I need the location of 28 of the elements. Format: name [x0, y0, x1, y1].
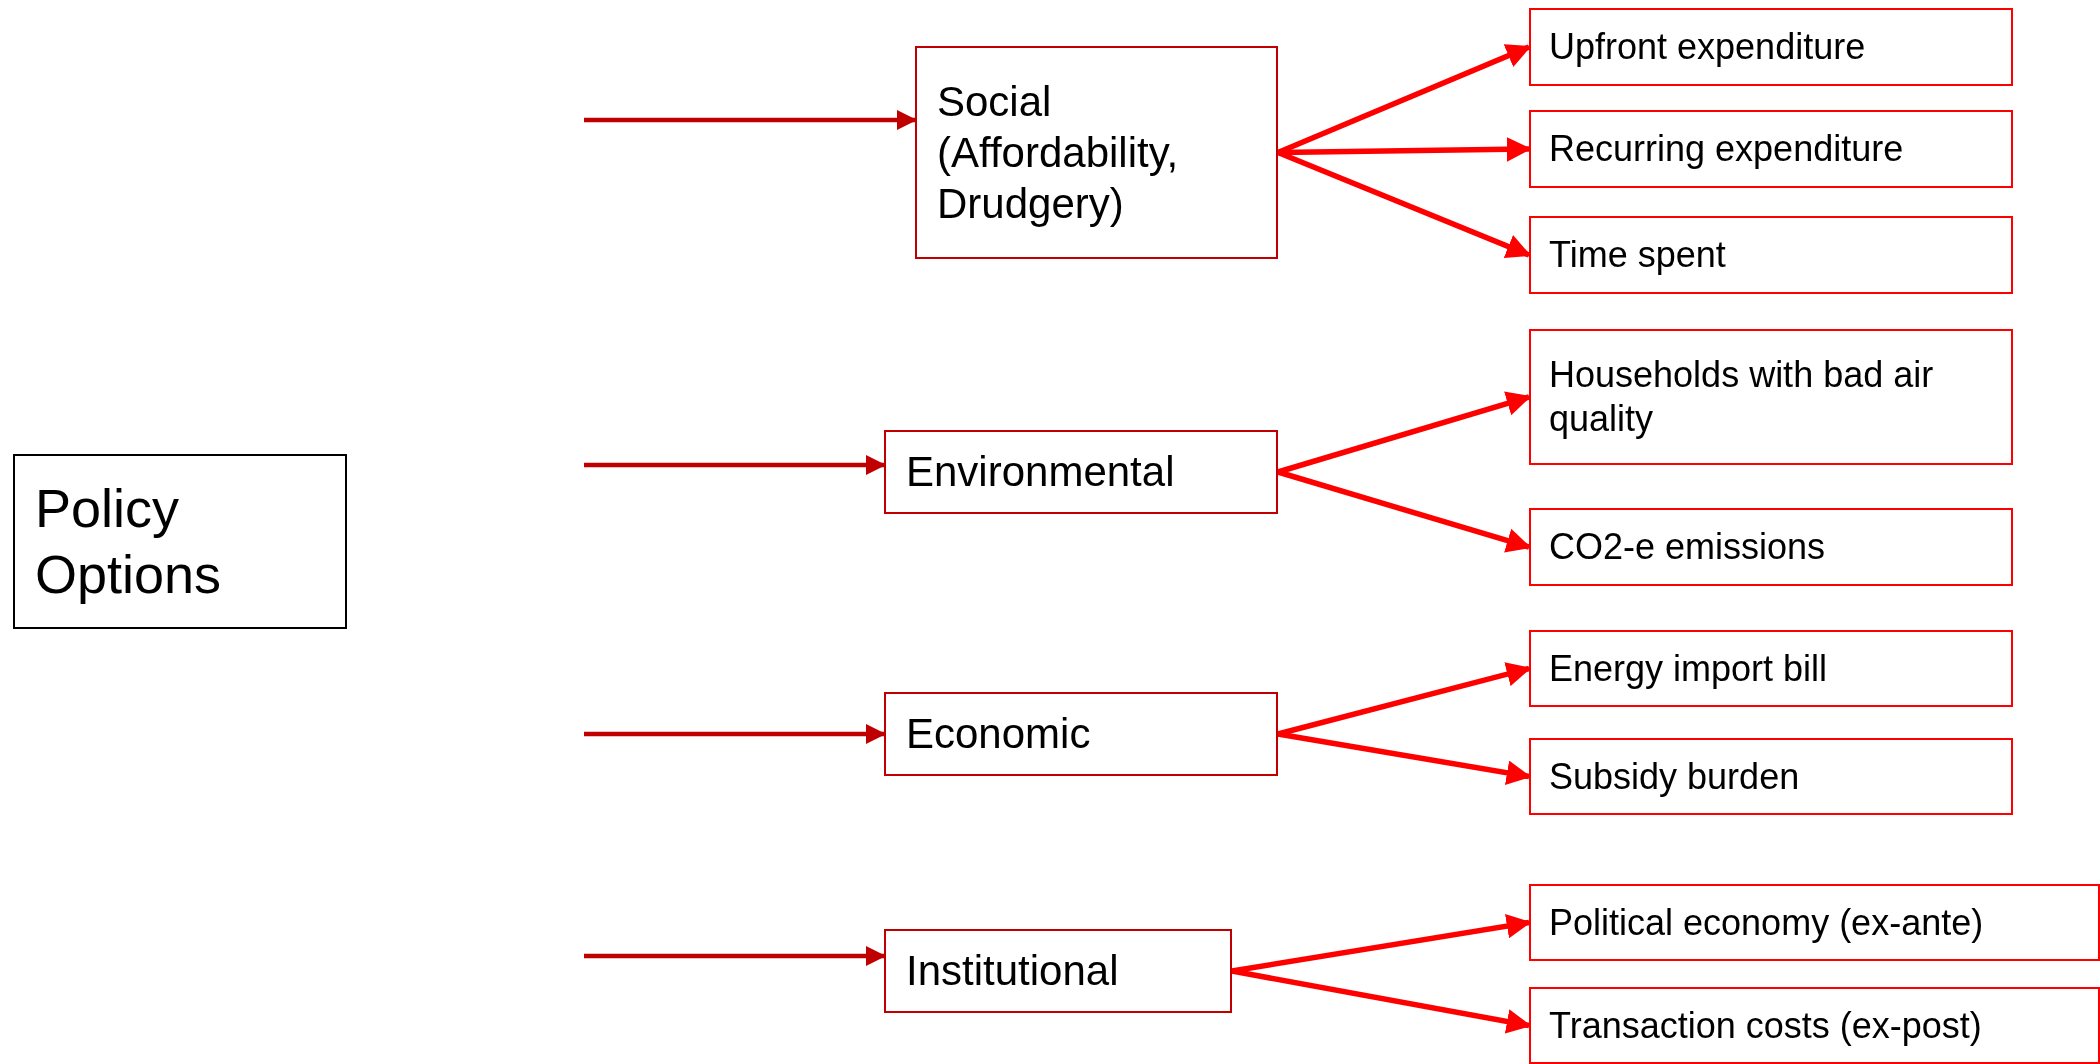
category-box	[915, 46, 1278, 259]
node-label: Environmental	[906, 447, 1175, 498]
node-label: Transaction costs (ex-post)	[1549, 1003, 1982, 1048]
node-label: Recurring expenditure	[1549, 127, 1904, 171]
node-label: CO2-e emissions	[1549, 525, 1826, 569]
indicator-box	[1529, 738, 2013, 815]
node-label: Policy Options	[35, 476, 223, 606]
category-box	[884, 929, 1232, 1013]
root-box	[13, 454, 347, 629]
node-label: Subsidy burden	[1549, 754, 1800, 799]
node-label: Energy import bill	[1549, 646, 1828, 691]
indicator-box	[1529, 987, 2100, 1064]
node-label: Political economy (ex-ante)	[1549, 900, 1984, 945]
indicator-box	[1529, 8, 2013, 86]
indicator-box	[1529, 630, 2013, 707]
indicator-box	[1529, 508, 2013, 586]
indicator-box	[1529, 110, 2013, 188]
node-label: Institutional	[906, 946, 1119, 997]
node-label: Social (Affordability, Drudgery)	[937, 76, 1180, 230]
node-label: Time spent	[1549, 233, 1726, 277]
indicator-box	[1529, 329, 2013, 465]
node-label: Economic	[906, 709, 1091, 760]
node-label: Upfront expenditure	[1549, 25, 1866, 69]
category-box	[884, 430, 1278, 514]
indicator-box	[1529, 216, 2013, 294]
category-box	[884, 692, 1278, 776]
node-label: Households with bad air quality	[1549, 353, 1935, 441]
indicator-box	[1529, 884, 2100, 961]
